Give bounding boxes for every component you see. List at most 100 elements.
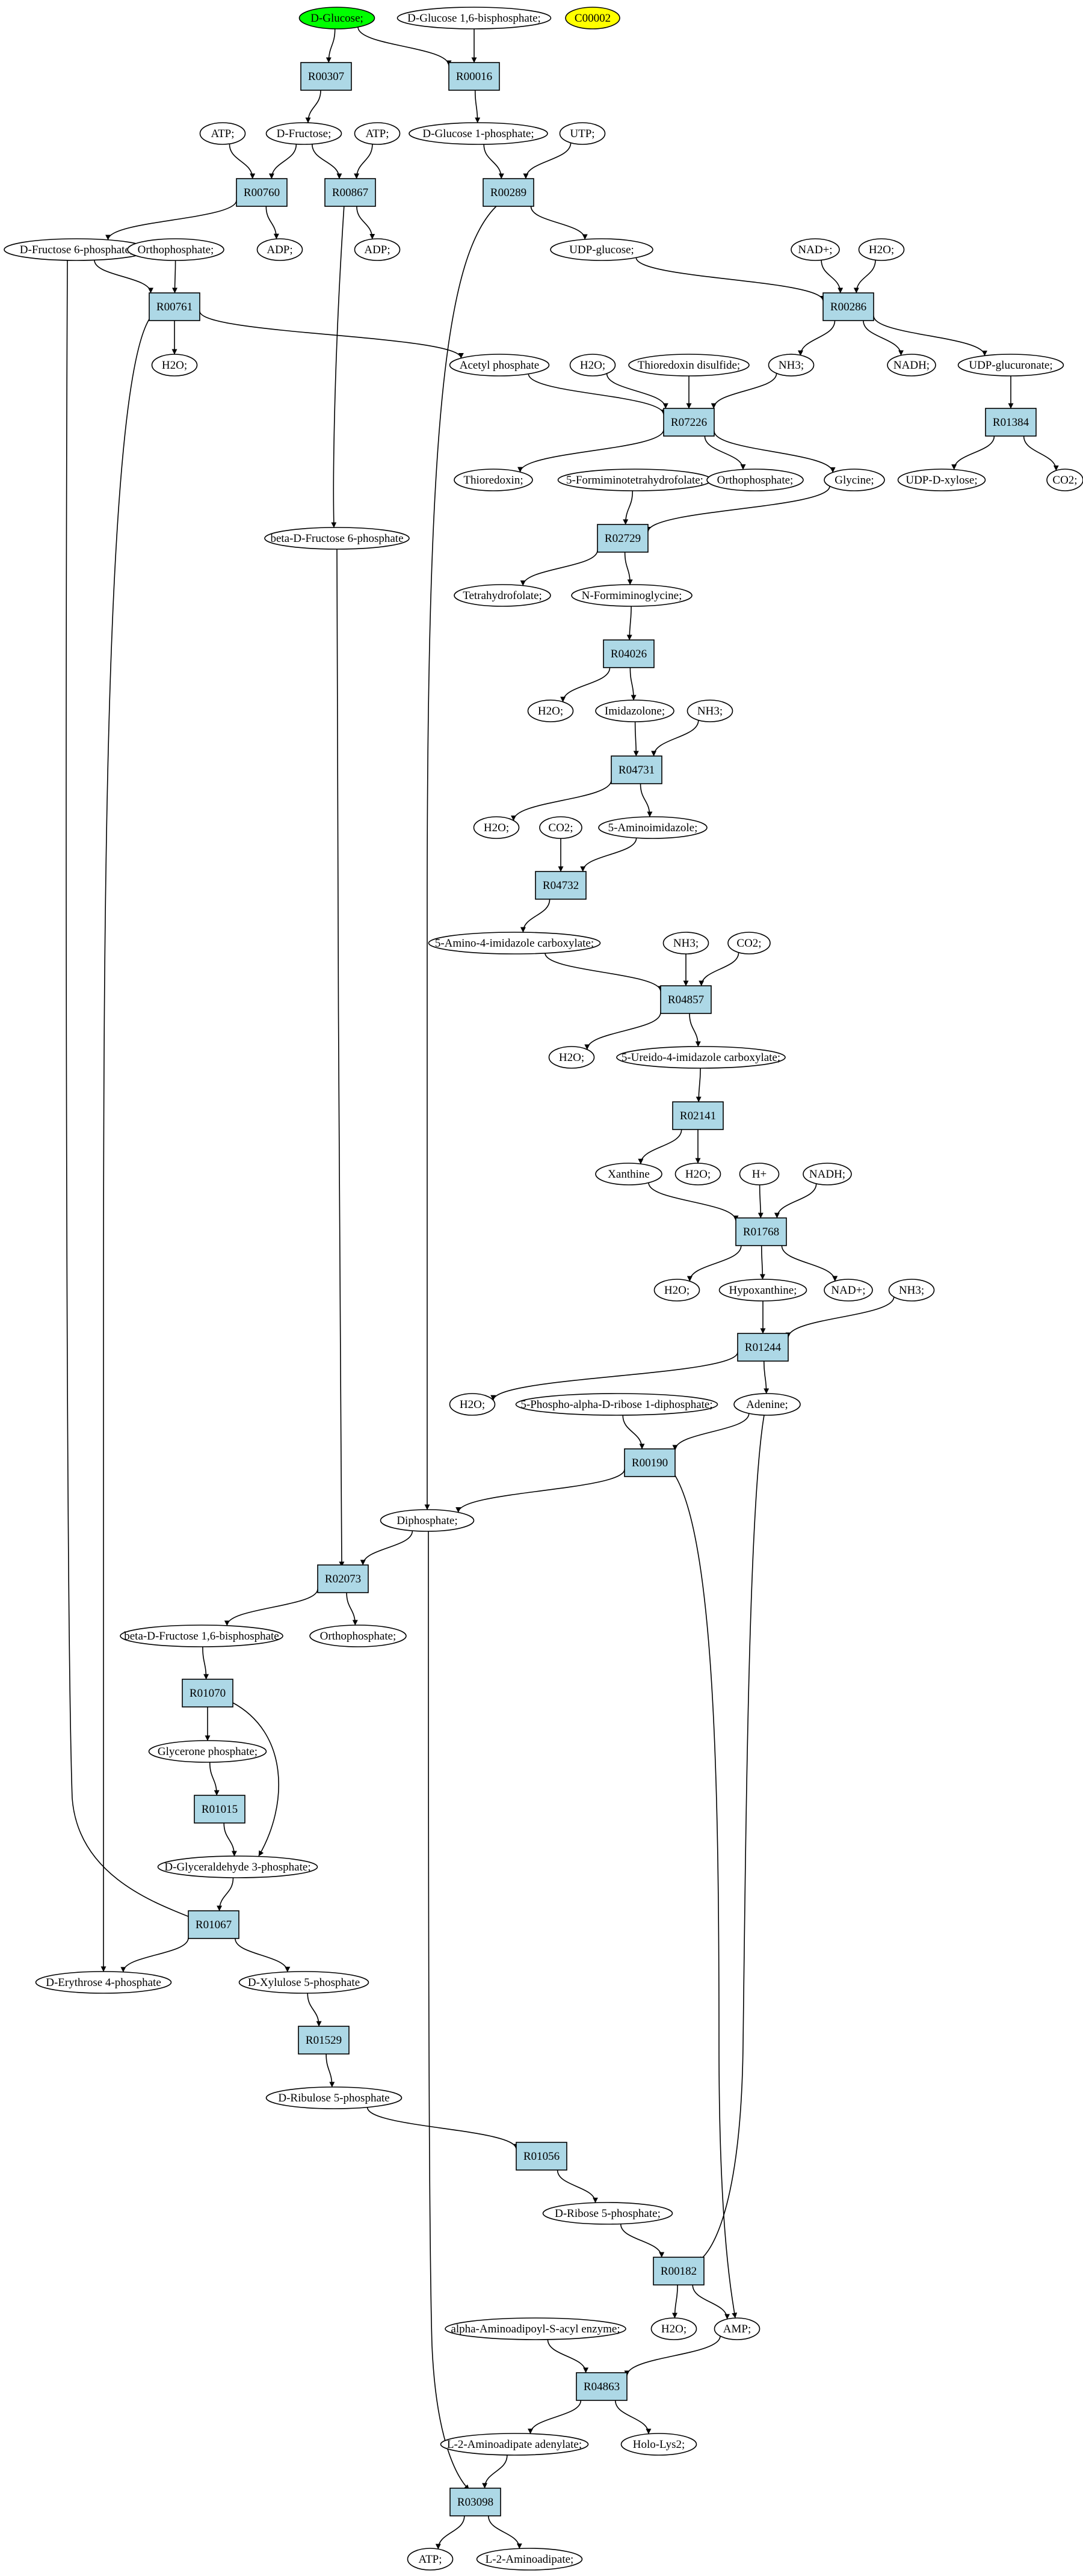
compound-node-glyceronep[interactable]: Glycerone phosphate; xyxy=(148,1740,267,1763)
compound-node-ureidoimidazole[interactable]: 5-Ureido-4-imidazole carboxylate; xyxy=(616,1046,786,1069)
compound-node-hplus2[interactable]: H+ xyxy=(739,1163,780,1185)
reaction-node-r00289[interactable]: R00289 xyxy=(483,178,534,207)
reaction-node-r00016[interactable]: R00016 xyxy=(448,62,500,91)
compound-node-nad_plus1[interactable]: NAD+; xyxy=(791,238,840,261)
reaction-node-r00761[interactable]: R00761 xyxy=(149,292,200,321)
compound-node-formimino_thf[interactable]: 5-Formiminotetrahydrofolate; xyxy=(557,469,712,491)
compound-node-atp2[interactable]: ATP; xyxy=(354,122,401,145)
compound-node-diphosphate[interactable]: Diphosphate; xyxy=(380,1509,475,1532)
reaction-node-r04026[interactable]: R04026 xyxy=(603,639,655,668)
reaction-node-r00182[interactable]: R00182 xyxy=(653,2257,705,2286)
compound-node-ribulose5p[interactable]: D-Ribulose 5-phosphate xyxy=(265,2086,403,2109)
compound-node-h2o_r4731[interactable]: H2O; xyxy=(473,816,520,839)
compound-node-aminoimidazole[interactable]: 5-Aminoimidazole; xyxy=(598,816,708,839)
compound-node-nh3_3[interactable]: NH3; xyxy=(662,932,709,954)
compound-node-ortho2[interactable]: Orthophosphate; xyxy=(706,469,804,491)
compound-node-aminoadipoyl[interactable]: alpha-Aminoadipoyl-S-acyl enzyme; xyxy=(445,2317,626,2340)
reaction-node-r03098[interactable]: R03098 xyxy=(449,2488,501,2516)
compound-node-fructose[interactable]: D-Fructose; xyxy=(265,122,342,145)
compound-node-fru6p[interactable]: D-Fructose 6-phosphate; xyxy=(4,238,149,261)
reaction-node-r00286[interactable]: R00286 xyxy=(822,292,874,321)
compound-node-co2_r1384[interactable]: CO2; xyxy=(1046,469,1083,491)
compound-node-adenine[interactable]: Adenine; xyxy=(733,1393,801,1416)
reaction-node-r04857[interactable]: R04857 xyxy=(660,985,712,1014)
reaction-node-r00760[interactable]: R00760 xyxy=(236,178,288,207)
compound-node-g3p[interactable]: D-Glyceraldehyde 3-phosphate; xyxy=(157,1855,318,1878)
reaction-node-r01244[interactable]: R01244 xyxy=(737,1333,789,1362)
reaction-node-r00190[interactable]: R00190 xyxy=(624,1448,676,1477)
reaction-node-r01056[interactable]: R01056 xyxy=(516,2142,567,2171)
compound-node-glucose[interactable]: D-Glucose; xyxy=(298,7,375,29)
reaction-node-r01384[interactable]: R01384 xyxy=(985,408,1037,437)
compound-node-thioredoxin_ss[interactable]: Thioredoxin disulfide; xyxy=(628,354,750,377)
compound-node-h2o_r4857[interactable]: H2O; xyxy=(548,1046,595,1069)
compound-node-ortho1[interactable]: Orthophosphate; xyxy=(127,238,224,261)
reaction-node-r02073[interactable]: R02073 xyxy=(317,1564,369,1593)
edge-r_R00286-to-c_udpglucuronate xyxy=(873,315,987,356)
compound-node-thioredoxin[interactable]: Thioredoxin; xyxy=(454,469,533,491)
compound-node-adp2[interactable]: ADP; xyxy=(354,238,401,261)
compound-node-amp[interactable]: AMP; xyxy=(714,2317,761,2340)
compound-node-h2o_r4026[interactable]: H2O; xyxy=(527,699,574,722)
compound-node-bfru6p[interactable]: beta-D-Fructose 6-phosphate xyxy=(264,527,410,550)
compound-node-h2o_r761[interactable]: H2O; xyxy=(151,354,198,377)
compound-node-hypoxanthine[interactable]: Hypoxanthine; xyxy=(718,1279,807,1302)
compound-node-h2o_r2141[interactable]: H2O; xyxy=(674,1163,721,1185)
compound-node-nh3_2[interactable]: NH3; xyxy=(687,699,733,722)
compound-node-nadh1[interactable]: NADH; xyxy=(887,354,936,377)
compound-node-bfru16bp[interactable]: beta-D-Fructose 1,6-bisphosphate xyxy=(120,1625,283,1647)
compound-node-h2o_r182[interactable]: H2O; xyxy=(650,2317,697,2340)
compound-node-imidazolone[interactable]: Imidazolone; xyxy=(595,699,674,722)
compound-node-h2o_r1244[interactable]: H2O; xyxy=(449,1393,496,1416)
compound-node-xylulose5p[interactable]: D-Xylulose 5-phosphate xyxy=(238,1971,369,1994)
compound-node-glycine[interactable]: Glycine; xyxy=(824,469,885,491)
compound-node-nad_plus2[interactable]: NAD+; xyxy=(824,1279,873,1302)
compound-node-ribose5p[interactable]: D-Ribose 5-phosphate; xyxy=(542,2202,673,2225)
compound-node-prpp[interactable]: 5-Phospho-alpha-D-ribose 1-diphosphate; xyxy=(515,1393,718,1416)
compound-node-holo_lys2[interactable]: Holo-Lys2; xyxy=(620,2433,697,2456)
node-label: H+ xyxy=(752,1168,767,1181)
compound-node-ortho3[interactable]: Orthophosphate; xyxy=(309,1625,407,1647)
node-label: D-Glucose 1,6-bisphosphate; xyxy=(407,12,541,25)
compound-node-utp[interactable]: UTP; xyxy=(559,122,606,145)
compound-node-udpglucuronate[interactable]: UDP-glucuronate; xyxy=(957,354,1064,377)
reaction-node-r01070[interactable]: R01070 xyxy=(182,1679,233,1708)
compound-node-c00002[interactable]: C00002 xyxy=(565,7,620,29)
compound-node-atp_final[interactable]: ATP; xyxy=(407,2548,454,2571)
compound-node-nh3_4[interactable]: NH3; xyxy=(888,1279,935,1302)
reaction-node-r04732[interactable]: R04732 xyxy=(535,871,587,900)
compound-node-co2_b[interactable]: CO2; xyxy=(727,932,771,954)
compound-node-h2o_r7226[interactable]: H2O; xyxy=(569,354,616,377)
reaction-node-r07226[interactable]: R07226 xyxy=(663,408,715,437)
compound-node-xanthine[interactable]: Xanthine xyxy=(595,1163,662,1185)
reaction-node-r01529[interactable]: R01529 xyxy=(298,2026,350,2055)
reaction-node-r02141[interactable]: R02141 xyxy=(672,1101,724,1130)
reaction-node-r01015[interactable]: R01015 xyxy=(194,1795,245,1824)
compound-node-nh3_1[interactable]: NH3; xyxy=(768,354,815,377)
compound-node-aminoadipate[interactable]: L-2-Aminoadipate; xyxy=(476,2548,583,2571)
compound-node-co2_a[interactable]: CO2; xyxy=(539,816,582,839)
reaction-node-r04863[interactable]: R04863 xyxy=(576,2372,628,2401)
compound-node-aminoadipate_adenylate[interactable]: L-2-Aminoadipate adenylate; xyxy=(440,2433,589,2456)
compound-node-atp1[interactable]: ATP; xyxy=(199,122,246,145)
compound-node-udpxylose[interactable]: UDP-D-xylose; xyxy=(897,469,986,491)
compound-node-gluc1p[interactable]: D-Glucose 1-phosphate; xyxy=(409,122,548,145)
compound-node-nadh2[interactable]: NADH; xyxy=(803,1163,852,1185)
compound-node-udpglucose[interactable]: UDP-glucose; xyxy=(550,238,653,261)
reaction-node-r02729[interactable]: R02729 xyxy=(597,524,649,553)
reaction-node-r00307[interactable]: R00307 xyxy=(300,62,352,91)
compound-node-thf[interactable]: Tetrahydrofolate; xyxy=(454,584,551,607)
compound-node-adp1[interactable]: ADP; xyxy=(256,238,303,261)
compound-node-h2o_r286[interactable]: H2O; xyxy=(858,238,905,261)
reaction-node-r04731[interactable]: R04731 xyxy=(611,755,662,784)
compound-node-acetylp[interactable]: Acetyl phosphate xyxy=(449,354,550,377)
compound-node-gluc16bp[interactable]: D-Glucose 1,6-bisphosphate; xyxy=(396,7,552,29)
compound-ellipse xyxy=(628,354,750,377)
compound-node-h2o_r1768[interactable]: H2O; xyxy=(653,1279,700,1302)
compound-node-erythrose4p[interactable]: D-Erythrose 4-phosphate xyxy=(35,1971,172,1994)
reaction-node-r01768[interactable]: R01768 xyxy=(735,1217,787,1246)
reaction-node-r00867[interactable]: R00867 xyxy=(324,178,376,207)
compound-node-nformiminoglycine[interactable]: N-Formiminoglycine; xyxy=(571,584,693,607)
reaction-node-r01067[interactable]: R01067 xyxy=(188,1910,239,1939)
compound-node-aica[interactable]: 5-Amino-4-imidazole carboxylate; xyxy=(428,932,601,954)
